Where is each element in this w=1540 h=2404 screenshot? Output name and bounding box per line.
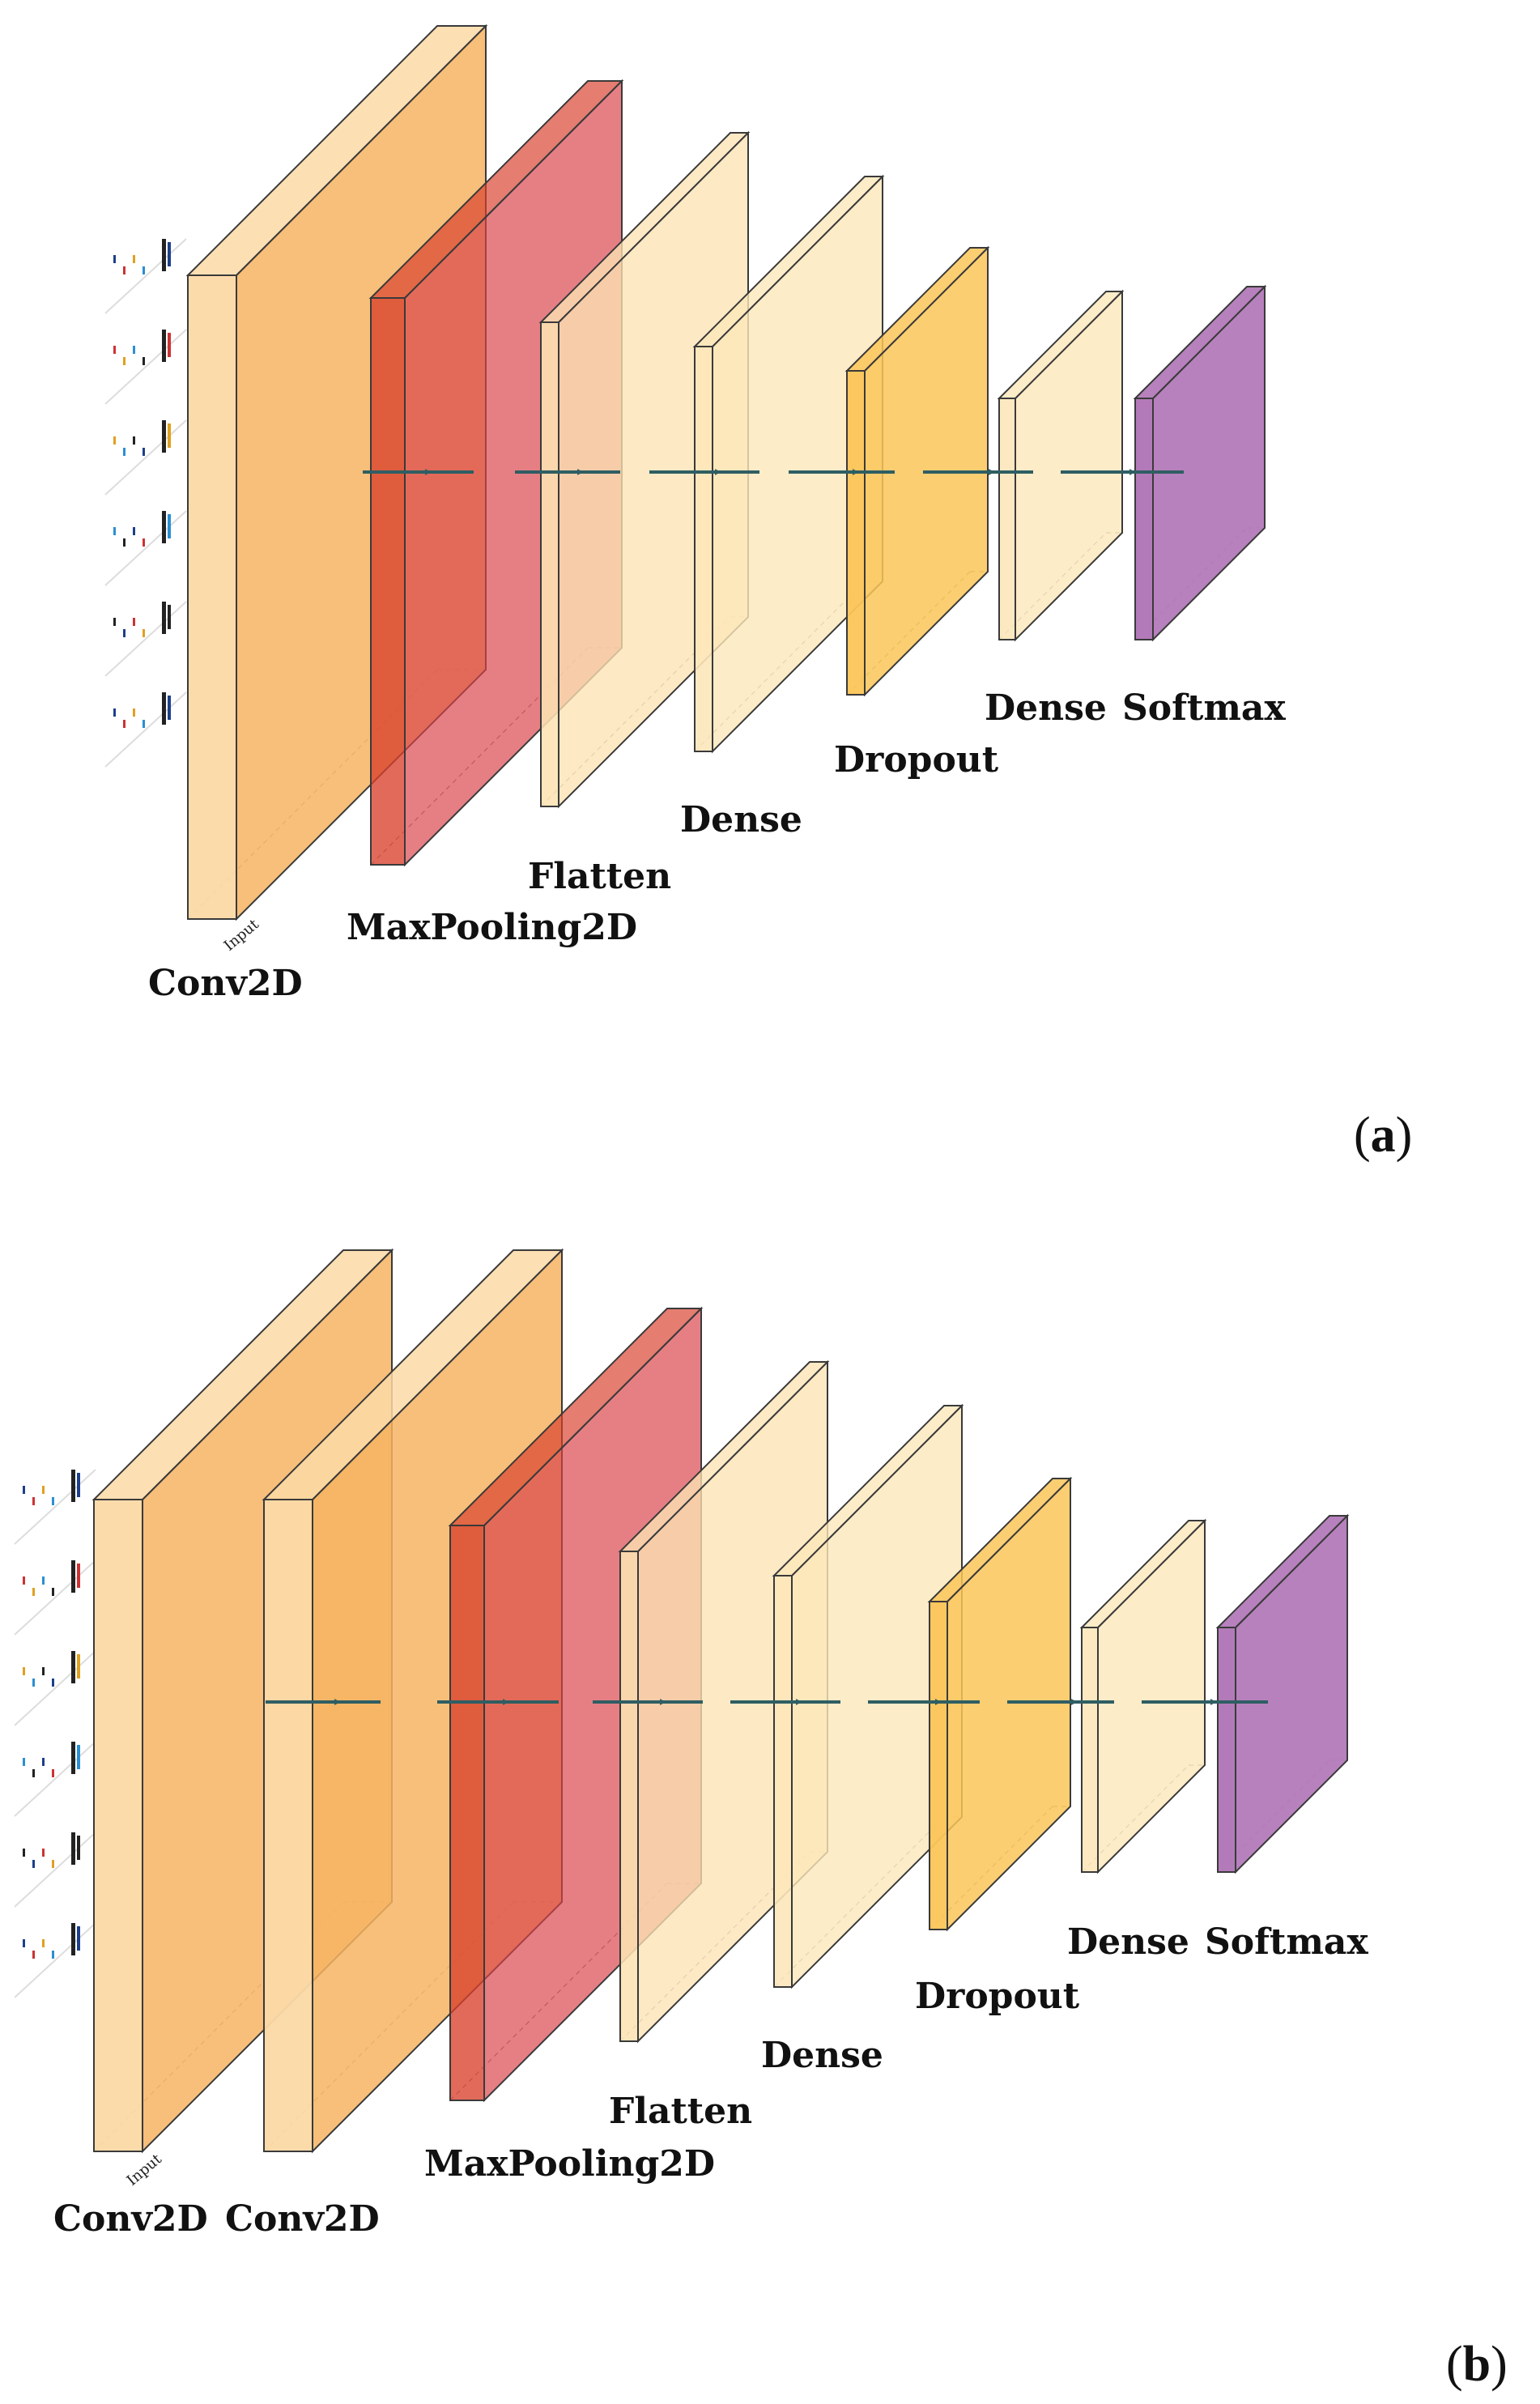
layer-label-dense-1: Dense <box>680 799 802 840</box>
layer-dense-1 <box>772 1403 964 1989</box>
layer-front <box>619 1551 639 2042</box>
layer-front <box>187 274 237 920</box>
layer-front <box>998 398 1016 640</box>
layer-dropout <box>927 1476 1073 1932</box>
input-label: Input <box>221 916 263 955</box>
layer-softmax <box>1215 1513 1350 1874</box>
layer-front <box>1081 1627 1099 1873</box>
layer-softmax <box>1133 284 1267 642</box>
layer-label-flatten: Flatten <box>609 2091 752 2132</box>
layer-label-conv2d: Conv2D <box>148 963 303 1004</box>
panel-b: Input Conv2D Conv2D MaxPooling2D Flatten… <box>14 1248 1508 2392</box>
input-sample-icon <box>14 1559 96 1636</box>
input-sample-icon <box>104 510 187 586</box>
layer-label-conv2d-1: Conv2D <box>53 2198 208 2240</box>
input-sample-icon <box>104 238 187 314</box>
input-sample-icon <box>104 601 187 677</box>
panel-tag-b: (b) <box>1446 2337 1508 2392</box>
layer-front <box>263 1499 313 2152</box>
input-sample-icon <box>14 1832 96 1908</box>
layer-face <box>947 1476 1071 1932</box>
layer-label-softmax: Softmax <box>1205 1921 1368 1963</box>
layer-label-dense-2: Dense <box>985 687 1107 729</box>
input-sample-icon <box>14 1922 96 1998</box>
layer-front <box>694 346 713 752</box>
layer-label-softmax: Softmax <box>1122 687 1286 729</box>
layer-front <box>929 1601 948 1930</box>
layer-dense-2 <box>1079 1518 1207 1874</box>
layer-dense-1 <box>692 174 885 754</box>
input-label: Input <box>124 2151 166 2189</box>
input-sample-icon <box>14 1650 96 1726</box>
input-sample-icon <box>14 1469 96 1545</box>
layer-front <box>93 1499 143 2152</box>
input-sample-icon <box>104 691 187 768</box>
input-thumbnails <box>104 238 187 768</box>
layer-label-dense-2: Dense <box>1067 1921 1189 1963</box>
layer-label-maxpooling2d: MaxPooling2D <box>347 907 637 948</box>
layer-label-conv2d-2: Conv2D <box>225 2198 380 2240</box>
layer-front <box>370 297 406 866</box>
layer-front <box>1217 1627 1236 1873</box>
layer-label-dropout: Dropout <box>834 739 999 781</box>
layer-front <box>449 1525 485 2101</box>
panel-a: Input Conv2D MaxPooling2D Flatten Dense … <box>104 23 1412 1163</box>
layer-label-flatten: Flatten <box>528 856 671 897</box>
layer-front <box>846 370 866 696</box>
panel-tag-a: (a) <box>1354 1108 1412 1163</box>
input-thumbnails <box>14 1469 96 1998</box>
input-sample-icon <box>14 1741 96 1817</box>
layer-front <box>1134 398 1154 640</box>
layer-label-dropout: Dropout <box>915 1976 1080 2017</box>
layer-label-maxpooling2d: MaxPooling2D <box>424 2143 715 2185</box>
layer-label-dense-1: Dense <box>761 2035 883 2076</box>
input-sample-icon <box>104 329 187 405</box>
layer-front <box>773 1575 793 1988</box>
layer-dense-2 <box>997 289 1125 642</box>
input-sample-icon <box>104 419 187 496</box>
layer-front <box>540 321 559 807</box>
